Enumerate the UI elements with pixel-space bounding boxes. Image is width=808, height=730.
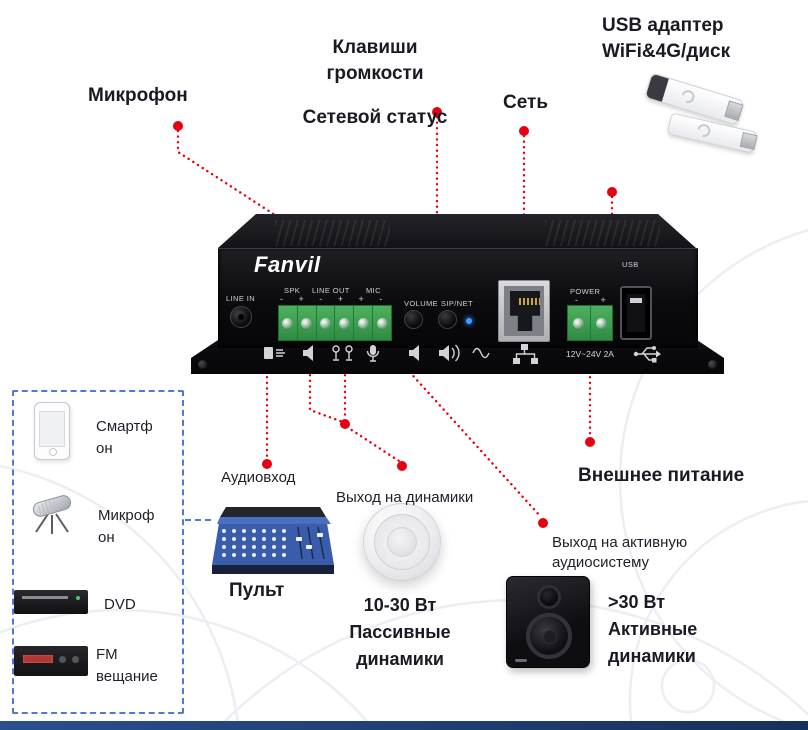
active-system-output-callout: Выход на активную аудиосистему xyxy=(552,534,688,571)
brand-logo: Fanvil xyxy=(254,252,321,277)
tweeter xyxy=(537,585,561,609)
smartphone-label: Смартфон xyxy=(96,418,153,457)
rj45-pins xyxy=(519,298,540,305)
power-label: POWER xyxy=(570,287,601,296)
mixer-label: Пульт xyxy=(229,580,285,601)
passive-speakers-label: 10-30 Вт Пассивные динамики xyxy=(349,595,451,669)
dongle-cap xyxy=(645,73,669,102)
volume-keys-label: Клавиши громкости xyxy=(326,37,424,84)
audio-sources-box xyxy=(12,390,184,714)
speaker-icon xyxy=(303,345,313,361)
microphone-callout: Микрофон xyxy=(88,85,188,106)
fm-tuner-icon xyxy=(14,646,88,676)
binding-post-icon xyxy=(332,345,353,361)
mounting-screw xyxy=(198,360,207,369)
dvd-player-icon xyxy=(14,590,88,614)
fm-display xyxy=(23,655,53,663)
loudspeaker-icon xyxy=(439,345,449,361)
power-rating-text: 12V~24V 2A xyxy=(566,349,614,359)
usb-trident-icon xyxy=(633,346,661,363)
loudspeaker-waves xyxy=(451,344,460,362)
woofer xyxy=(526,613,572,659)
active-speakers-label: >30 Вт Активные динамики xyxy=(608,592,698,666)
ceiling-speaker-icon xyxy=(363,503,441,581)
network-callout: Сеть xyxy=(503,92,549,113)
sip-net-label: SIP/NET xyxy=(441,299,473,308)
power-terminal-block xyxy=(567,305,613,341)
fm-knob xyxy=(59,656,66,663)
sip-net-button xyxy=(438,310,457,329)
microphone-icon xyxy=(366,345,380,362)
speaker-output-callout: Выход на динамики xyxy=(336,489,474,506)
volume-label: VOLUME xyxy=(404,299,439,308)
device-front-panel: Fanvil LINE IN SPK LINE OUT MIC - + - + … xyxy=(218,248,698,348)
wifi-logo-mark xyxy=(679,87,697,106)
line-in-icon-lines xyxy=(276,349,285,357)
line-in-icon xyxy=(264,347,273,359)
audio-wave-icon xyxy=(472,347,490,359)
fm-knob xyxy=(72,656,79,663)
active-speaker-icon xyxy=(506,576,590,668)
external-power-callout: Внешнее питание xyxy=(578,465,745,486)
vent-grooves xyxy=(545,220,660,246)
ethernet-port xyxy=(498,280,550,342)
bottom-accent-bar xyxy=(0,721,808,730)
fm-label: FM вещание xyxy=(96,646,158,685)
usb-adapter-callout: USB адаптер WiFi&4G/диск xyxy=(602,15,731,62)
spk-label: SPK xyxy=(284,286,301,295)
dvd-label: DVD xyxy=(104,596,136,613)
rj45-slot xyxy=(510,291,540,331)
desk-microphone-icon xyxy=(32,495,72,534)
usb-port xyxy=(620,286,652,340)
line-in-jack xyxy=(230,306,252,328)
power-polarity-marks: - + xyxy=(575,295,606,305)
network-status-label: Сетевой статус xyxy=(302,107,448,128)
source-microphone-label: Микрофон xyxy=(98,507,155,546)
speaker-terminal-block xyxy=(278,305,392,341)
usb-port-label: USB xyxy=(622,260,639,269)
volume-button xyxy=(404,310,423,329)
device-top-face xyxy=(218,214,696,248)
mounting-screw xyxy=(708,360,717,369)
mic-label: MIC xyxy=(366,286,381,295)
network-icon xyxy=(513,344,538,364)
audio-input-callout: Аудиовход xyxy=(221,469,296,486)
vent-grooves xyxy=(275,220,390,246)
line-in-label: LINE IN xyxy=(226,294,256,303)
mixing-console-icon xyxy=(212,507,334,574)
speaker-icon xyxy=(409,345,419,361)
ethernet-port-inner xyxy=(504,286,544,336)
terminal-polarity-marks: - + - + + - xyxy=(280,294,383,304)
line-out-label: LINE OUT xyxy=(312,286,350,295)
speaker-logo-mark xyxy=(515,659,527,662)
smartphone-icon xyxy=(34,402,70,460)
wifi-logo-mark xyxy=(694,121,713,140)
paging-gateway-device: Fanvil LINE IN SPK LINE OUT MIC - + - + … xyxy=(190,208,725,378)
status-led xyxy=(466,318,472,324)
panel-icon-row: 12V~24V 2A xyxy=(264,344,661,364)
volume-network-callout: Клавиши громкости Сетевой статус xyxy=(300,17,450,149)
